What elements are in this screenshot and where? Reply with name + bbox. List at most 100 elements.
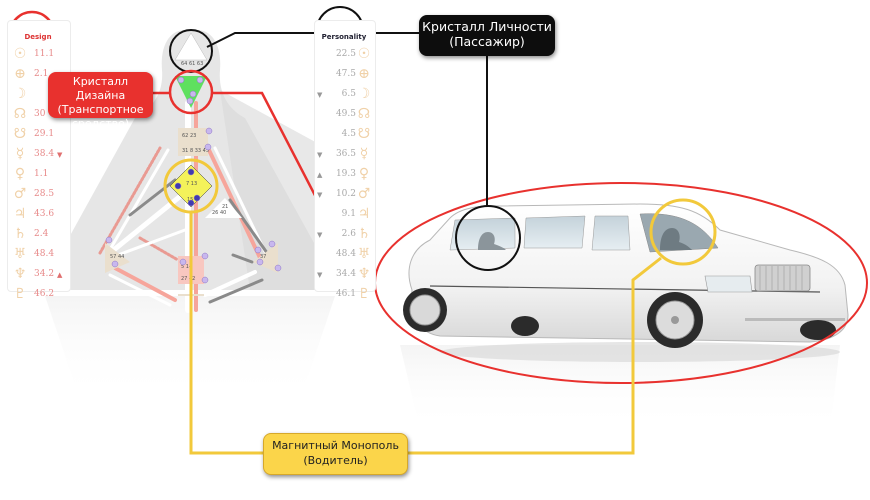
uranus-icon: ♅ — [13, 246, 27, 262]
planet-value: 43.6 — [34, 209, 55, 219]
retrograde-indicator: ▲ — [317, 170, 323, 179]
retrograde-indicator: ▼ — [317, 150, 323, 159]
driver-silhouette — [660, 228, 692, 250]
jupiter-icon: ♃ — [13, 206, 27, 222]
throat-center — [178, 128, 208, 156]
planet-row-south-node: 4.5☋ — [317, 126, 373, 146]
north-node-icon: ☊ — [13, 106, 27, 122]
planet-row-pluto: 46.1♇ — [317, 286, 373, 306]
sun-icon: ☉ — [13, 46, 27, 62]
earth-icon: ⊕ — [14, 66, 26, 82]
svg-text:64 61 63: 64 61 63 — [181, 61, 203, 67]
svg-text:62 23: 62 23 — [182, 133, 196, 139]
venus-icon: ♀ — [14, 166, 26, 182]
design-crystal-title: Кристалл Дизайна — [72, 75, 129, 102]
ego-center — [205, 198, 242, 218]
planet-value: 46.2 — [34, 289, 55, 299]
planet-value: 48.4 — [335, 249, 356, 259]
bodygraph: 64 61 63 62 23 31 8 33 45 7 13 15 21 26 … — [40, 29, 340, 400]
planet-value: 1.1 — [34, 169, 49, 179]
planet-row-venus: ♀ 1.1 — [12, 166, 51, 186]
wheel-front — [647, 292, 703, 348]
planet-value: 49.5 — [335, 109, 356, 119]
planet-value: 48.4 — [34, 249, 55, 259]
windshield — [639, 213, 719, 253]
planet-value: 29.1 — [34, 129, 55, 139]
svg-text:21: 21 — [222, 204, 228, 210]
saturn-icon: ♄ — [357, 226, 371, 242]
limousine-image — [400, 203, 849, 430]
window-front-passenger — [591, 215, 631, 251]
personality-crystal-subtitle: (Пассажир) — [449, 34, 525, 49]
spleen-center — [105, 243, 130, 273]
planet-row-jupiter: ♃ 43.6 — [12, 206, 57, 226]
planet-row-pluto: ♇ 46.2 — [12, 286, 57, 306]
mars-icon: ♂ — [357, 186, 371, 202]
personality-connector-line — [206, 32, 317, 48]
window-rear — [449, 217, 516, 251]
solar-plexus-center — [253, 243, 278, 273]
personality-crystal-title: Кристалл Личности — [422, 19, 552, 34]
planet-value: 36.5 — [335, 149, 356, 159]
pluto-icon: ♇ — [13, 286, 27, 302]
planet-value: 4.5 — [341, 129, 356, 139]
retrograde-indicator: ▼ — [317, 90, 323, 99]
sun-icon: ☉ — [357, 46, 371, 62]
saturn-icon: ♄ — [13, 226, 27, 242]
planet-row-mercury: ☿38.4▼ — [12, 146, 63, 166]
pluto-icon: ♇ — [357, 286, 371, 302]
planet-value: 38.4 — [34, 149, 55, 159]
planet-row-neptune: ▼34.4♆ — [317, 266, 373, 286]
design-table-header: Design — [24, 33, 52, 41]
retrograde-indicator: ▼ — [317, 230, 323, 239]
personality-planet-table: Personality 22.5☉47.5⊕▼6.5☽49.5☊4.5☋▼36.… — [314, 20, 376, 302]
planet-value: 2.4 — [34, 229, 49, 239]
svg-text:26 40: 26 40 — [212, 210, 226, 216]
planet-row-saturn: ▼ 2.6♄ — [317, 226, 373, 246]
monopole-connector-line — [189, 212, 263, 455]
moon-icon: ☽ — [357, 86, 371, 102]
uranus-icon: ♅ — [357, 246, 371, 262]
retrograde-indicator: ▼ — [317, 270, 323, 279]
south-node-icon: ☋ — [357, 126, 371, 142]
neptune-icon: ♆ — [357, 266, 371, 282]
planet-row-venus: ▲19.3♀ — [317, 166, 373, 186]
planet-row-sun: 22.5☉ — [317, 46, 373, 66]
head-center — [174, 32, 208, 61]
planet-row-mercury: ▼ 36.5☿ — [317, 146, 373, 166]
neptune-icon: ♆ — [13, 266, 27, 282]
window-middle — [523, 215, 586, 249]
planet-value: 47.5 — [335, 69, 356, 79]
planet-row-north-node: ☊30 — [12, 106, 48, 126]
earth-icon: ⊕ — [358, 66, 370, 82]
planet-row-neptune: ♆ 34.2▲ — [12, 266, 63, 286]
planet-value: 22.5 — [335, 49, 356, 59]
venus-icon: ♀ — [358, 166, 370, 182]
svg-text:27 42: 27 42 — [181, 276, 195, 282]
planet-row-south-node: ☋29.1 — [12, 126, 57, 146]
north-node-icon: ☊ — [357, 106, 371, 122]
activated-gates — [105, 76, 282, 284]
planet-value: 34.2 — [34, 269, 55, 279]
planet-row-sun: ☉11.1 — [12, 46, 57, 66]
design-crystal-subtitle-1: (Транспортное — [57, 103, 144, 116]
wheel-rear — [403, 288, 447, 332]
planet-row-moon: ▼ 6.5☽ — [317, 86, 373, 106]
magnetic-monopole-label: Магнитный Монополь (Водитель) — [263, 433, 408, 475]
limousine-reflection — [400, 345, 840, 430]
retrograde-indicator: ▲ — [57, 270, 63, 279]
planet-row-uranus: ♅ 48.4 — [12, 246, 57, 266]
mercury-icon: ☿ — [359, 146, 369, 162]
design-planet-table: Design ☉11.1⊕2.1☽☊30☋29.1☿38.4▼♀1.1♂28.5… — [7, 20, 71, 302]
design-crystal-label: Кристалл Дизайна (Транспортное средство) — [48, 72, 153, 130]
planet-value: 6.5 — [341, 89, 356, 99]
svg-text:5 14: 5 14 — [181, 264, 192, 270]
planet-row-north-node: 49.5☊ — [317, 106, 373, 126]
moon-icon: ☽ — [13, 86, 27, 102]
svg-text:31 8 33 45: 31 8 33 45 — [182, 148, 209, 154]
mercury-icon: ☿ — [15, 146, 25, 162]
magnetic-monopole-subtitle: (Водитель) — [303, 454, 368, 467]
personality-table-header: Personality — [321, 33, 367, 41]
planet-value: 2.6 — [341, 229, 356, 239]
retrograde-indicator: ▼ — [317, 190, 323, 199]
